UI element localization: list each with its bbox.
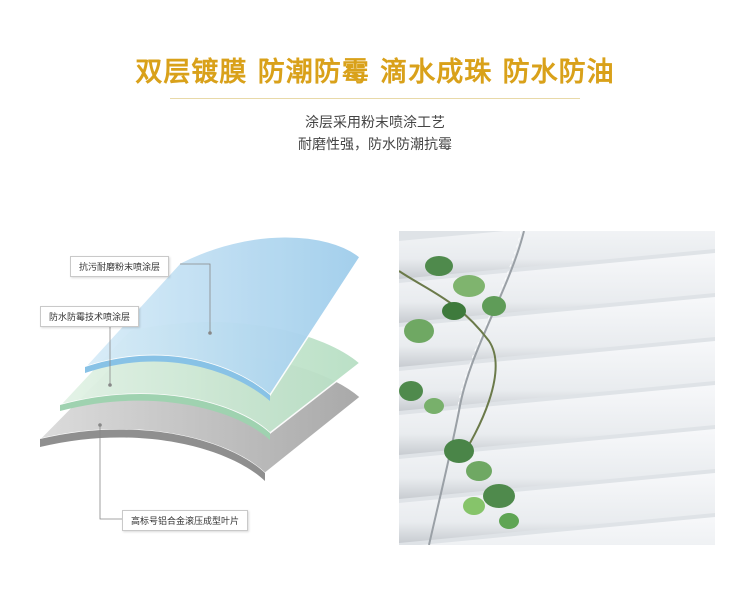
eucalyptus-stem (399, 270, 497, 462)
label-aluminium-blade: 高标号铝合金滚压成型叶片 (122, 510, 249, 531)
blind-slats (399, 231, 715, 545)
label-waterproof-layer: 防水防霉技术喷涂层 (40, 306, 140, 327)
coating-layers-diagram (38, 236, 362, 520)
title-divider (170, 98, 580, 99)
subtitle-line-1: 涂层采用粉末喷涂工艺 (305, 115, 445, 131)
blinds-photo (399, 231, 715, 545)
label-antifouling-layer: 抗污耐磨粉末喷涂层 (70, 256, 170, 277)
aluminium-layer-edge (40, 429, 265, 481)
leader-line-top (180, 263, 211, 333)
ladder-cord (428, 231, 525, 545)
eucalyptus-leaves (399, 256, 519, 529)
leader-line-bottom (99, 425, 122, 520)
waterproof-layer-edge (60, 393, 270, 440)
page-title: 双层镀膜 防潮防霉 滴水成珠 防水防油 (135, 57, 615, 88)
subtitle-line-2: 耐磨性强，防水防潮抗霉 (298, 137, 452, 153)
